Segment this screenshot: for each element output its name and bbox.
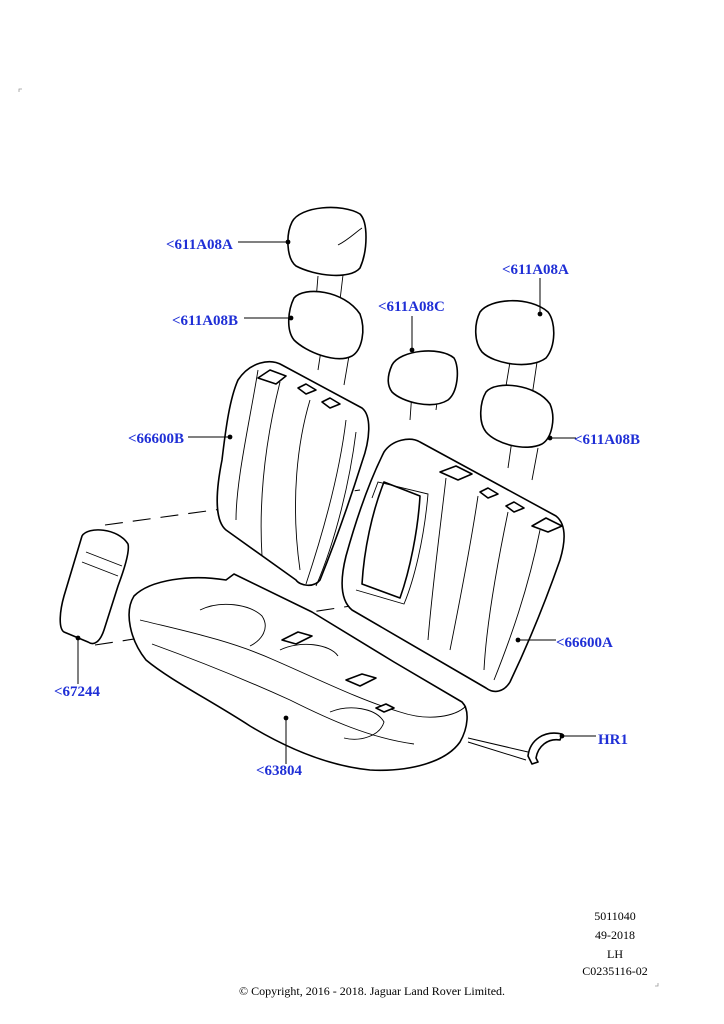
backrest-right[interactable] (341, 438, 565, 693)
backrest-left[interactable] (216, 361, 370, 587)
callout-hr1-hook[interactable]: HR1 (598, 732, 628, 748)
callout-611a08b-mid-left[interactable]: <611A08B (172, 313, 239, 329)
corner-mark-bottom-right (655, 983, 659, 987)
headrest-top-right[interactable] (474, 299, 555, 397)
meta-code-1: 5011040 (594, 909, 636, 923)
callout-66600b-backrest-left[interactable]: <66600B (128, 431, 185, 447)
armrest[interactable] (59, 529, 130, 645)
hook-clip[interactable] (467, 732, 563, 765)
seat-cushion[interactable] (128, 573, 468, 772)
callout-611a08a-top-right[interactable]: <611A08A (502, 262, 569, 278)
callout-67244-armrest[interactable]: <67244 (54, 684, 101, 700)
copyright-notice: © Copyright, 2016 - 2018. Jaguar Land Ro… (238, 984, 506, 998)
callout-611a08c-center[interactable]: <611A08C (378, 299, 445, 315)
leader-lines (75, 239, 596, 764)
callout-66600a-backrest-right[interactable]: <66600A (556, 635, 613, 651)
corner-mark-top-left (18, 88, 22, 92)
callout-63804-cushion[interactable]: <63804 (256, 763, 303, 779)
meta-illustration-id: C0235116-02 (582, 964, 648, 978)
callout-611a08b-mid-right[interactable]: <611A08B (574, 432, 641, 448)
headrest-mid-right[interactable] (479, 384, 554, 481)
headrest-mid-left[interactable] (287, 290, 364, 386)
callout-611a08a-top-left[interactable]: <611A08A (166, 237, 233, 253)
headrest-center[interactable] (387, 350, 459, 421)
meta-side: LH (607, 947, 623, 961)
headrest-top-left[interactable] (287, 206, 367, 301)
meta-code-2: 49-2018 (595, 928, 635, 942)
